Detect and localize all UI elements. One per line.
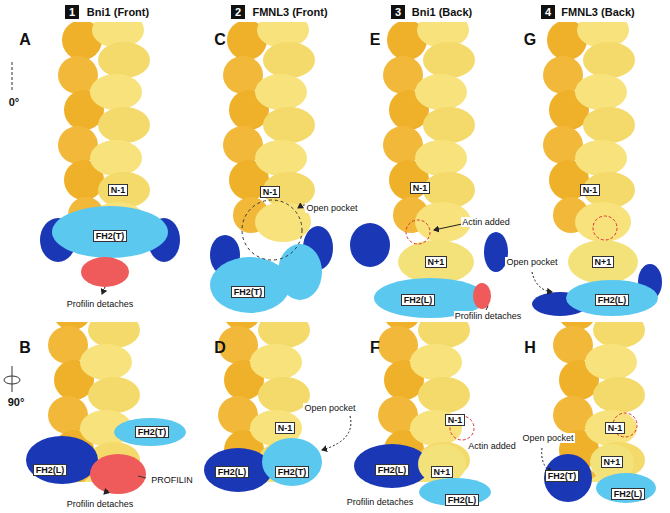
subunit-label: N+1 (601, 456, 624, 468)
annotation: Actin added (467, 441, 517, 451)
annotation: Open pocket (305, 203, 358, 213)
annotation: Profilin detaches (66, 299, 135, 309)
domain-label: FH2(L) (401, 294, 436, 306)
panel-number: 4 (541, 5, 555, 20)
subunit-label: N-1 (410, 182, 431, 194)
panel-heading: FMNL3 (Back) (561, 6, 634, 19)
panel-number: 1 (65, 5, 79, 20)
subunit-label: N-1 (605, 422, 626, 434)
subunit-label: N-1 (108, 184, 129, 196)
domain-label: FH2(L) (215, 466, 250, 478)
panel-letter: B (19, 339, 31, 357)
annotation: Profilin detaches (66, 499, 135, 509)
panel-letter: E (370, 31, 381, 49)
subunit-label: N-1 (260, 186, 281, 198)
panel-number: 3 (391, 5, 405, 20)
rotation-label: 90° (8, 396, 25, 409)
panel-number: 2 (231, 5, 245, 20)
panel-letter: C (214, 31, 226, 49)
annotation: Open pocket (505, 257, 558, 267)
domain-label: FH2(L) (33, 464, 68, 476)
domain-label: FH2(T) (135, 426, 170, 438)
panel-letter: H (524, 339, 536, 357)
subunit-label: N+1 (592, 256, 615, 268)
panel-letter: G (524, 31, 536, 49)
domain-label: FH2(T) (275, 466, 310, 478)
panel-heading: Bni1 (Back) (412, 6, 473, 19)
subunit-label: N-1 (580, 184, 601, 196)
domain-label: FH2(T) (231, 286, 266, 298)
annotation: Open pocket (521, 433, 574, 443)
annotation: Profilin detaches (346, 497, 415, 507)
panel-letter: D (214, 339, 226, 357)
subunit-label: N+1 (425, 256, 448, 268)
annotation: Open pocket (303, 403, 356, 413)
subunit-label: N-1 (445, 414, 466, 426)
domain-label: FH2(L) (595, 294, 630, 306)
rotation-label: 0° (9, 96, 20, 109)
domain-label: FH2(T) (93, 230, 128, 242)
annotation: Actin added (461, 217, 511, 227)
panel-heading: Bni1 (Front) (87, 6, 149, 19)
panel-letter: A (19, 31, 31, 49)
domain-label: FH2(T) (545, 470, 580, 482)
subunit-label: N-1 (275, 422, 296, 434)
panel-heading: FMNL3 (Front) (252, 6, 327, 19)
domain-label: FH2(L) (375, 464, 410, 476)
panel-letter: F (370, 339, 380, 357)
annotation: Profilin detaches (454, 311, 523, 321)
subunit-label: N+1 (431, 466, 454, 478)
domain-label: FH2(L) (611, 488, 646, 500)
annotation: PROFILIN (150, 475, 194, 485)
domain-label: FH2(L) (445, 494, 480, 506)
